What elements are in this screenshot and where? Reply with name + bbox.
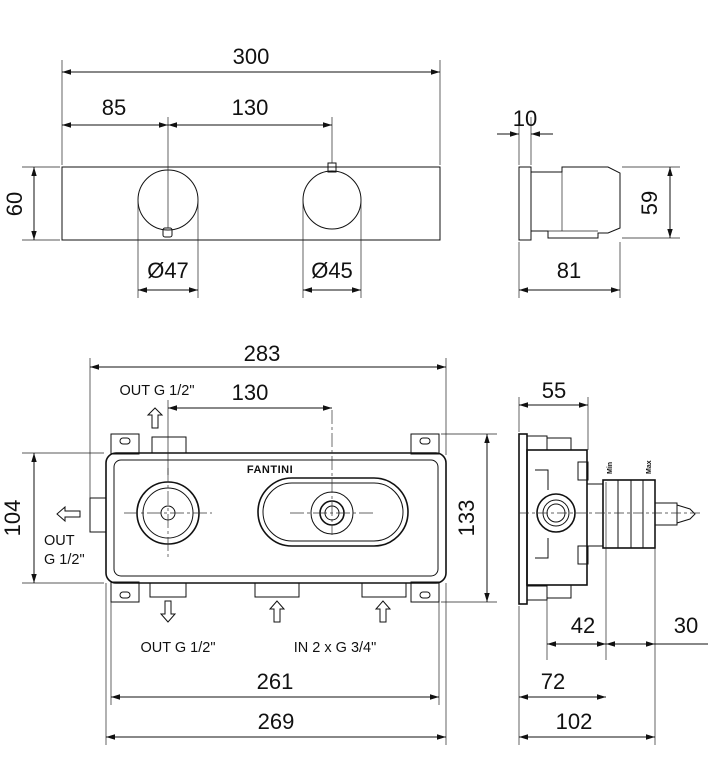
dimension-102: 102 xyxy=(519,709,655,740)
label-min: Min xyxy=(607,462,614,474)
dimension-d45: Ø45 xyxy=(303,258,361,293)
dimension-60: 60 xyxy=(2,167,37,240)
in-arrow-icon xyxy=(268,600,286,623)
dimension-133: 133 xyxy=(454,434,490,602)
dimension-300: 300 xyxy=(62,44,440,75)
dimension-130-top: 130 xyxy=(168,95,332,128)
label-max: Max xyxy=(646,460,653,474)
out-top-arrow-icon xyxy=(146,407,164,429)
out-left-arrow-icon xyxy=(56,505,81,523)
label-out-left-2: G 1/2" xyxy=(44,552,85,568)
dim-133-text: 133 xyxy=(454,500,479,537)
dim-30-text: 30 xyxy=(674,613,698,638)
dim-d47-text: Ø47 xyxy=(147,258,189,283)
dimension-104: 104 xyxy=(0,453,37,583)
dimension-10: 10 xyxy=(497,106,553,137)
dimension-85: 85 xyxy=(62,95,168,128)
dim-42-text: 42 xyxy=(571,613,595,638)
dim-300-text: 300 xyxy=(233,44,270,69)
dimension-72: 72 xyxy=(519,669,606,700)
dim-261-text: 261 xyxy=(257,669,294,694)
dim-10-text: 10 xyxy=(513,106,537,131)
front-view-cover-plate xyxy=(22,60,441,298)
dim-104-text: 104 xyxy=(0,500,25,537)
dim-85-text: 85 xyxy=(102,95,126,120)
dim-102-text: 102 xyxy=(556,709,593,734)
dim-130-bottom-text: 130 xyxy=(232,380,269,405)
dimension-55: 55 xyxy=(519,378,588,408)
out-bottom-arrow-icon xyxy=(159,600,177,623)
dimension-d47: Ø47 xyxy=(138,258,198,293)
dimension-30: 30 xyxy=(606,613,708,647)
dim-60-text: 60 xyxy=(2,192,27,216)
dimension-269: 269 xyxy=(106,709,446,740)
dim-81-text: 81 xyxy=(557,258,581,283)
label-out-top: OUT G 1/2" xyxy=(120,383,195,399)
dim-269-text: 269 xyxy=(258,709,295,734)
front-view-built-in-box xyxy=(22,358,497,745)
label-in-bottom: IN 2 x G 3/4" xyxy=(294,640,377,656)
brand-logo: FANTINI xyxy=(247,464,293,476)
dim-55-text: 55 xyxy=(542,378,566,403)
dim-59-text: 59 xyxy=(637,191,662,215)
dimension-130-bottom: 130 xyxy=(168,380,332,411)
dim-72-text: 72 xyxy=(541,669,565,694)
dim-283-text: 283 xyxy=(244,341,281,366)
dimension-81: 81 xyxy=(519,258,620,293)
label-out-left-1: OUT xyxy=(44,533,75,549)
in-arrow-icon xyxy=(374,600,392,623)
dim-130-top-text: 130 xyxy=(232,95,269,120)
dimension-59: 59 xyxy=(637,167,673,238)
dim-d45-text: Ø45 xyxy=(311,258,353,283)
dimension-42: 42 xyxy=(547,613,606,647)
dimension-261: 261 xyxy=(111,669,439,700)
side-view-built-in-box xyxy=(518,397,700,745)
label-out-bottom: OUT G 1/2" xyxy=(141,640,216,656)
dimension-283: 283 xyxy=(90,341,446,370)
side-view-cover-plate xyxy=(518,117,680,298)
